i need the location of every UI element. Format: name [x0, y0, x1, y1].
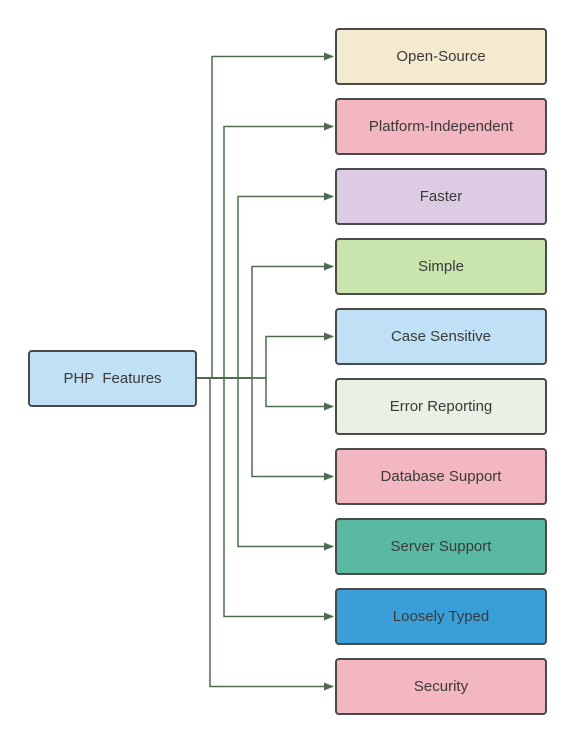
connector-arrow — [197, 377, 334, 551]
feature-node: Case Sensitive — [335, 308, 547, 365]
feature-node: Faster — [335, 168, 547, 225]
feature-node-label: Security — [413, 678, 469, 695]
connector-arrow — [197, 52, 334, 379]
feature-node: Database Support — [335, 448, 547, 505]
connector-arrow — [197, 122, 334, 379]
feature-node: Security — [335, 658, 547, 715]
connector-arrow — [197, 377, 334, 411]
feature-node-label: Server Support — [390, 538, 492, 555]
connector-arrow — [197, 332, 334, 379]
root-node-label: PHP Features — [63, 370, 162, 387]
feature-node-label: Database Support — [380, 468, 502, 485]
connector-arrow — [197, 192, 334, 379]
feature-node: Platform-Independent — [335, 98, 547, 155]
feature-node: Simple — [335, 238, 547, 295]
feature-node-label: Case Sensitive — [390, 328, 492, 345]
feature-node: Error Reporting — [335, 378, 547, 435]
connector-arrow — [197, 377, 334, 481]
connector-arrow — [197, 262, 334, 379]
feature-node: Loosely Typed — [335, 588, 547, 645]
connector-arrow — [197, 377, 334, 621]
feature-node: Open-Source — [335, 28, 547, 85]
feature-node-label: Open-Source — [396, 48, 486, 65]
connector-arrow — [197, 377, 334, 691]
feature-node-label: Simple — [418, 258, 464, 275]
feature-node-label: Faster — [419, 188, 463, 205]
feature-node-label: Loosely Typed — [392, 608, 490, 625]
feature-node: Server Support — [335, 518, 547, 575]
feature-node-label: Error Reporting — [389, 398, 493, 415]
feature-node-label: Platform-Independent — [368, 118, 514, 135]
root-node: PHP Features — [28, 350, 197, 407]
